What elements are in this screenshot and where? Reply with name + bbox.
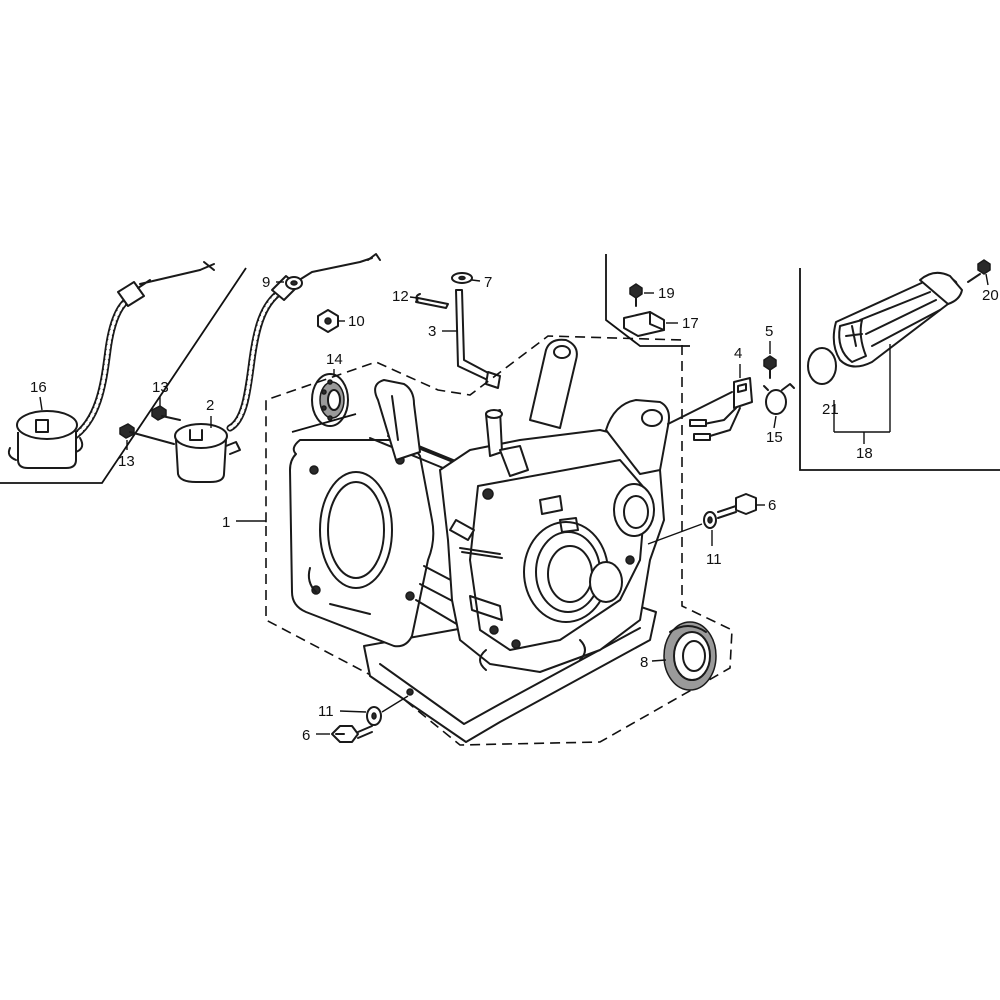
callout-1: 1 bbox=[222, 514, 230, 531]
callout-8: 8 bbox=[640, 654, 648, 671]
callout-13-lower: 13 bbox=[118, 453, 135, 470]
callout-10: 10 bbox=[348, 313, 365, 330]
callout-4: 4 bbox=[734, 345, 742, 362]
callout-19: 19 bbox=[658, 285, 675, 302]
o-ring-part-21[interactable] bbox=[807, 347, 837, 385]
screw-part-13-lower[interactable] bbox=[119, 423, 175, 445]
pin-part-12[interactable] bbox=[415, 293, 449, 309]
leader-11-lower bbox=[339, 710, 367, 713]
washer-part-11-upper[interactable] bbox=[703, 511, 717, 529]
callout-15: 15 bbox=[766, 429, 783, 446]
oil-alert-sensor-part-16[interactable] bbox=[7, 261, 215, 469]
callout-5: 5 bbox=[765, 323, 773, 340]
screw-part-5[interactable] bbox=[763, 355, 777, 379]
bolt-part-20[interactable] bbox=[967, 259, 991, 283]
nut-part-10[interactable] bbox=[317, 309, 339, 333]
leader-bolt-to-case bbox=[381, 695, 409, 713]
oil-level-switch-part-4[interactable] bbox=[667, 377, 753, 441]
callout-12: 12 bbox=[392, 288, 409, 305]
callout-7: 7 bbox=[484, 274, 492, 291]
plate-part-17[interactable] bbox=[623, 311, 665, 337]
callout-9: 9 bbox=[262, 274, 270, 291]
callout-17: 17 bbox=[682, 315, 699, 332]
governor-shaft-part-3[interactable] bbox=[455, 289, 501, 389]
callout-13-upper: 13 bbox=[152, 379, 169, 396]
bearing-part-14[interactable] bbox=[311, 373, 349, 427]
leader-7 bbox=[471, 279, 481, 282]
sensor-bracket-frame bbox=[605, 254, 690, 347]
callout-11-lower: 11 bbox=[318, 703, 334, 720]
bolt-part-6-lower[interactable] bbox=[331, 725, 373, 743]
leader-15 bbox=[773, 415, 777, 429]
callout-21: 21 bbox=[822, 401, 839, 418]
callout-14: 14 bbox=[326, 351, 343, 368]
washer-part-7[interactable] bbox=[451, 272, 473, 284]
oil-seal-part-8[interactable] bbox=[663, 621, 717, 691]
callout-2: 2 bbox=[206, 397, 214, 414]
callout-6-lower: 6 bbox=[302, 727, 310, 744]
callout-18: 18 bbox=[856, 445, 873, 462]
callout-16: 16 bbox=[30, 379, 47, 396]
washer-part-9[interactable] bbox=[285, 276, 303, 290]
leader-12 bbox=[409, 296, 419, 299]
leader-20 bbox=[985, 273, 989, 286]
leader-16 bbox=[39, 396, 43, 411]
leader-washer-to-case bbox=[647, 523, 703, 545]
washer-part-11-lower[interactable] bbox=[366, 706, 382, 726]
callout-6-upper: 6 bbox=[768, 497, 776, 514]
dipstick-cap-part-18[interactable] bbox=[832, 271, 963, 368]
bolt-part-6-upper[interactable] bbox=[717, 493, 757, 519]
bolt-part-19[interactable] bbox=[629, 283, 643, 307]
left-panel-frame bbox=[0, 267, 247, 484]
callout-3: 3 bbox=[428, 323, 436, 340]
dipstick-panel-frame bbox=[799, 268, 1000, 471]
callout-20: 20 bbox=[982, 287, 999, 304]
leader-8 bbox=[651, 659, 667, 662]
cylinder-barrel-part-1[interactable] bbox=[265, 335, 733, 746]
clamp-part-15[interactable] bbox=[763, 383, 795, 415]
screw-part-13-upper[interactable] bbox=[151, 405, 181, 421]
bearing-frame-line bbox=[291, 413, 357, 433]
callout-11-upper: 11 bbox=[706, 551, 722, 568]
